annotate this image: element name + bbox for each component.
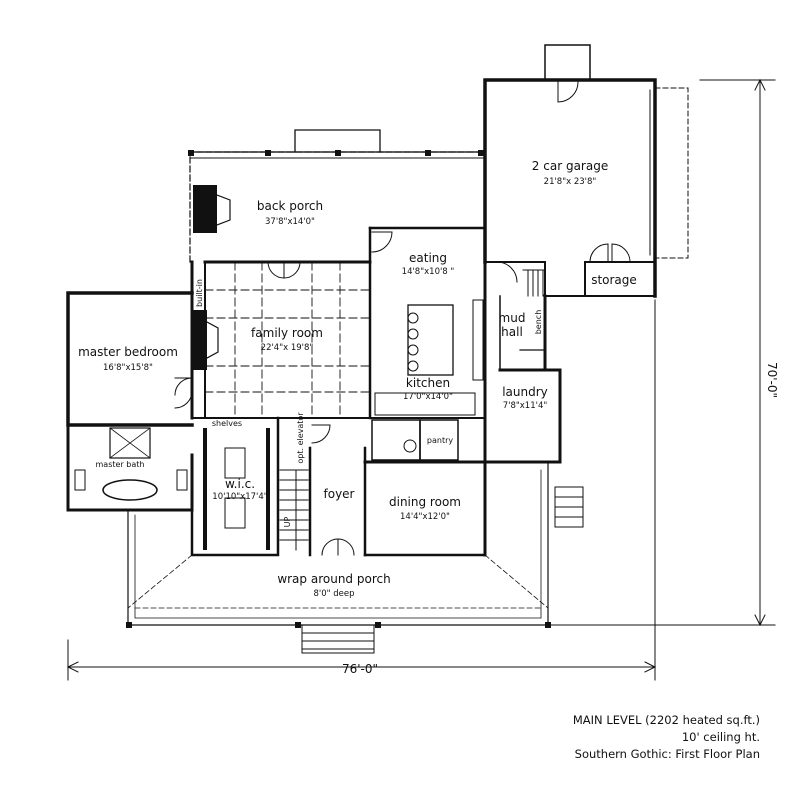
depth-dimension: 70'-0" (765, 362, 779, 398)
wrap-porch-name: wrap around porch (277, 572, 390, 586)
shelves-label: shelves (212, 419, 242, 428)
family-room-name: family room (251, 326, 323, 340)
wic-name: w.i.c. (225, 477, 255, 491)
garage-name: 2 car garage (532, 159, 608, 173)
wic-size: 10'10"x17'4" (212, 492, 267, 502)
foyer-name: foyer (324, 487, 355, 501)
width-dimension: 76'-0" (342, 662, 378, 676)
eating-size: 14'8"x10'8 " (402, 267, 455, 277)
garage-size: 21'8"x 23'8" (544, 177, 597, 187)
pantry-name: pantry (427, 436, 453, 445)
room-labels: 2 car garage 21'8"x 23'8" back porch 37'… (78, 159, 637, 676)
dining-room-size: 14'4"x12'0" (400, 512, 450, 522)
dining-room-name: dining room (389, 495, 461, 509)
wrap-porch-size: 8'0" deep (313, 589, 354, 599)
house-walls (66, 260, 562, 557)
family-room-size: 22'4"x 19'8" (261, 343, 314, 353)
plan-caption: MAIN LEVEL (2202 heated sq.ft.) 10' ceil… (460, 712, 760, 772)
opt-elevator-label: opt. elevator (296, 412, 305, 464)
storage-name: storage (591, 273, 637, 287)
master-bath-name: master bath (96, 460, 145, 469)
back-porch (188, 129, 487, 264)
master-bedroom-size: 16'8"x15'8" (103, 363, 153, 373)
rotated-labels: built-in bench opt. elevator UP 70'-0" (195, 279, 779, 527)
caption-plan-title: Southern Gothic: First Floor Plan (574, 747, 760, 761)
mud-hall-line1: mud (499, 311, 526, 325)
master-bedroom-name: master bedroom (78, 345, 178, 359)
kitchen-size: 17'0"x14'0" (403, 392, 453, 402)
laundry-size: 7'8"x11'4" (503, 401, 548, 411)
dimension-lines (66, 78, 776, 681)
garage-walls (483, 44, 689, 298)
wrap-porch (126, 461, 584, 654)
eating-name: eating (409, 251, 447, 265)
built-in-label: built-in (195, 279, 204, 307)
back-porch-size: 37'8"x14'0" (265, 217, 315, 227)
bench-label: bench (534, 310, 543, 335)
back-porch-name: back porch (257, 199, 323, 213)
mud-hall-line2: hall (501, 325, 523, 339)
caption-main-level: MAIN LEVEL (2202 heated sq.ft.) (572, 713, 760, 727)
laundry-name: laundry (502, 385, 548, 399)
kitchen-name: kitchen (406, 376, 450, 390)
caption-ceiling: 10' ceiling ht. (681, 730, 760, 744)
stair-up-label: UP (283, 516, 292, 527)
